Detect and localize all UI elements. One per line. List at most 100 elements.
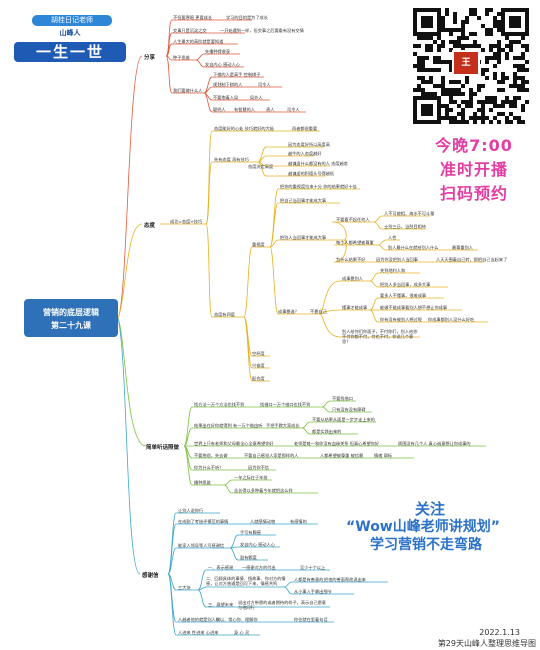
- simple-node-3: 世界上只有老师和父母最全心全意希望你好: [194, 440, 274, 447]
- attitude-node-3: 态度有四度: [214, 311, 236, 318]
- degree-1d: 成事靠谁？: [278, 308, 299, 315]
- share-node-5d2: 贵人: [266, 106, 275, 113]
- branch-simple: 简单听话照做: [146, 443, 180, 451]
- share-node-5c: 不要抱着入局: [213, 94, 238, 101]
- promo-scan: 扫码预约: [439, 184, 508, 203]
- simple-node-2a: 手把手教大家成长: [266, 422, 300, 429]
- share-node-2: 交事只是沉淀之交: [173, 27, 207, 34]
- thanks-node-3b: 发自内心 感动人心: [240, 541, 276, 548]
- degree-1d1c-wrap: 别人给你们你面子，不付你们，别人给你不付你都不付，付也不付，你说几个意思？: [342, 329, 418, 345]
- thanks-node-4b1: 人都是有善意的: [294, 576, 323, 583]
- connectors: [117, 19, 488, 636]
- share-node-3: 人生最大的高阶就是要知道: [173, 38, 224, 45]
- degree-1c1a: 人不可貌相，海水不可斗量: [384, 210, 434, 217]
- share-node-5b: 规划制下棋的人: [213, 81, 243, 88]
- branch-line-thanks: [117, 317, 141, 575]
- promo-time: 今晚7:00: [435, 136, 513, 155]
- share-node-2a: 一开始遇到一样，但交事之后要看有没有交情: [220, 27, 304, 34]
- branch-line-share: [117, 55, 143, 319]
- promo-on-time: 准时开播: [439, 160, 508, 179]
- attitude-nodes: 成功=态度+技巧 态度能好的心处 技巧就好的大极 再者都很重要 先有态度 再有技…: [170, 125, 507, 382]
- degree-1d1b3: 你有没有被别人想过呢: [380, 316, 422, 323]
- root-node: [24, 299, 118, 337]
- simple-node-2c: 都是实践出来的: [312, 428, 341, 435]
- attitude-node-2b1: 因为态度好所以高度高: [288, 141, 330, 148]
- degree-1d1: 不靠自己: [310, 308, 327, 315]
- root-subtitle: 第二十九课: [51, 320, 92, 330]
- degree-1c1: 不要看不起任何人: [336, 216, 370, 223]
- degree-3: 兴奋度: [252, 362, 265, 369]
- thanks-node-4a: 一、表示感谢: [208, 564, 233, 571]
- degree-1c2a: 人性: [388, 234, 396, 241]
- degree-1d1a: 成事靠别人: [342, 275, 364, 282]
- degree-1c2b1: 最尊重别人: [452, 244, 474, 251]
- thanks-node-4b1a: 把他的善面帮他说出来: [324, 576, 367, 583]
- share-node-5d1: 有智慧的人: [234, 106, 256, 113]
- share-node-4b: 发自内心 感动人心: [205, 61, 241, 68]
- thanks-node-4c: 三、展望未来: [208, 601, 234, 608]
- attitude-node-2b4: 越谦虚的积德头号得越低: [288, 170, 335, 177]
- branch-line-attitude: [117, 223, 143, 319]
- degree-1a: 把你的重视度拉来十分 你的结果就好十倍: [280, 183, 357, 190]
- branch-attitude: 态度: [144, 221, 156, 229]
- share-node-1: 不但要寒暄 更要成长: [173, 14, 213, 21]
- follow-line-2: “Wow山峰老师讲规划”: [346, 519, 500, 535]
- thanks-node-4a2: 至少十个以上: [300, 564, 325, 571]
- attitude-node-1: 态度能好的心处 技巧就好的大极: [214, 125, 275, 132]
- thanks-node-2: 在成割了考核评模范的事情: [178, 518, 228, 525]
- attitude-node-2a: 态度决定高度: [248, 163, 274, 170]
- degree-1c2: 每个人都希望被尊重: [336, 239, 374, 246]
- thanks-node-4: 三大块: [178, 584, 191, 591]
- degree-1d1a1: 关到地利人和: [380, 267, 405, 274]
- share-node-5d3: 司令人: [287, 106, 300, 113]
- simple-node-4a: 不要自己感觉人家是那样的人: [244, 452, 299, 459]
- share-node-5b1: 司令人: [258, 81, 271, 88]
- share-node-5a: 下棋的人是高手 控制棋子: [213, 71, 260, 78]
- thanks-node-1: 让别人说你行: [178, 507, 203, 514]
- follow-line-1: 关注: [414, 500, 445, 518]
- branch-thanks: 感谢信: [142, 571, 159, 579]
- share-node-4: 种子思维: [173, 54, 190, 61]
- footer-date: 2022.1.13: [479, 628, 520, 637]
- simple-node-5: 你为什么不听？: [194, 464, 223, 471]
- degree-4: 配合度: [252, 375, 265, 382]
- branch-line-simple: [117, 317, 147, 447]
- degree-2: 空杯度: [252, 350, 265, 357]
- thanks-node-4b-wrap: 二、回顾具体的事情、镜故事、你对方的情感，让对方普通是回可下来，情感共鸣: [206, 576, 286, 587]
- thanks-node-4b2: 从小事入手最出细节: [294, 588, 332, 595]
- thanks-node-5a: 你往就在里着句话: [294, 616, 328, 623]
- follow-line-3: 学习营销不走弯路: [370, 537, 482, 553]
- thanks-node-2b: 有感情的: [290, 518, 307, 525]
- simple-node-4b: 人都希望被尊重 被信赖: [320, 452, 364, 459]
- share-node-5: 我们要做什么人: [173, 87, 203, 94]
- degree-1d1b: 懂事才能成事: [342, 304, 367, 311]
- degree-1d1b3a: 你成事都别人没什么好吃: [428, 316, 475, 323]
- banner-motto: 一生一世: [14, 42, 126, 62]
- degree-1b: 把自己当回事才能成大事: [280, 197, 326, 204]
- attitude-node-2: 先有态度 再有技巧: [214, 156, 249, 163]
- degree-1d1b2: 能做不能成事看别人想不想让你成事: [380, 304, 447, 311]
- thanks-node-3: 能家人领导等人写感谢信: [178, 542, 224, 549]
- banner-person: 山峰人: [59, 29, 81, 37]
- thanks-node-3a: 手写有颗感: [240, 529, 261, 536]
- simple-node-2b: 不要从结果从面是一步步走上来的: [312, 416, 375, 423]
- thanks-node-4a1: 一感谢对方的付出: [242, 564, 276, 571]
- thanks-node-3c: 鼓有颗度: [240, 554, 258, 561]
- simple-node-4c: 情绪 耶标: [374, 452, 392, 459]
- degree-1d1a2: 把别人多当回事，成多大事: [380, 281, 430, 288]
- qr-logo: 王: [452, 50, 480, 76]
- attitude-relay: 成功=态度+技巧: [170, 218, 202, 225]
- degree-1c1b: 士别三日，当刮目相待: [384, 223, 427, 230]
- degree-1d1b1: 要多人不懂事，很难成事: [380, 292, 426, 299]
- share-nodes: 不但要寒暄 更要成长 学习的目的是为了成长 交事只是沉淀之交 一开始遇到一样，但…: [173, 14, 304, 113]
- thanks-node-4b: 二、回顾具体的事情、镜故事、你对方的情感，让对方普通是回可下来，情感共鸣: [206, 576, 286, 587]
- degree-1c3a1: 人天天围着自己转，那把自己当起来了: [436, 256, 507, 263]
- degree-1d1c: 别人给你们你面子，不付你们，别人给你不付你都不付，付也不付，你说几个意思？: [342, 329, 418, 345]
- root-title: 营销的底层逻辑: [43, 307, 99, 317]
- thanks-nodes: 让别人说你行 在成割了考核评模范的事情 人就感情动物 有感情的 能家人领导等人写…: [178, 507, 367, 636]
- degree-1c: 把别人当回事才能成大事: [280, 234, 326, 241]
- share-node-5d: 聪明人: [213, 106, 226, 113]
- simple-node-4: 不要抱怨，先去做: [194, 452, 228, 459]
- share-node-1a: 学习的目的是为了成长: [226, 14, 269, 21]
- thanks-node-4c1: 说出对方带愿的或者期待的样子，表示自己愿意与他同行: [238, 600, 326, 611]
